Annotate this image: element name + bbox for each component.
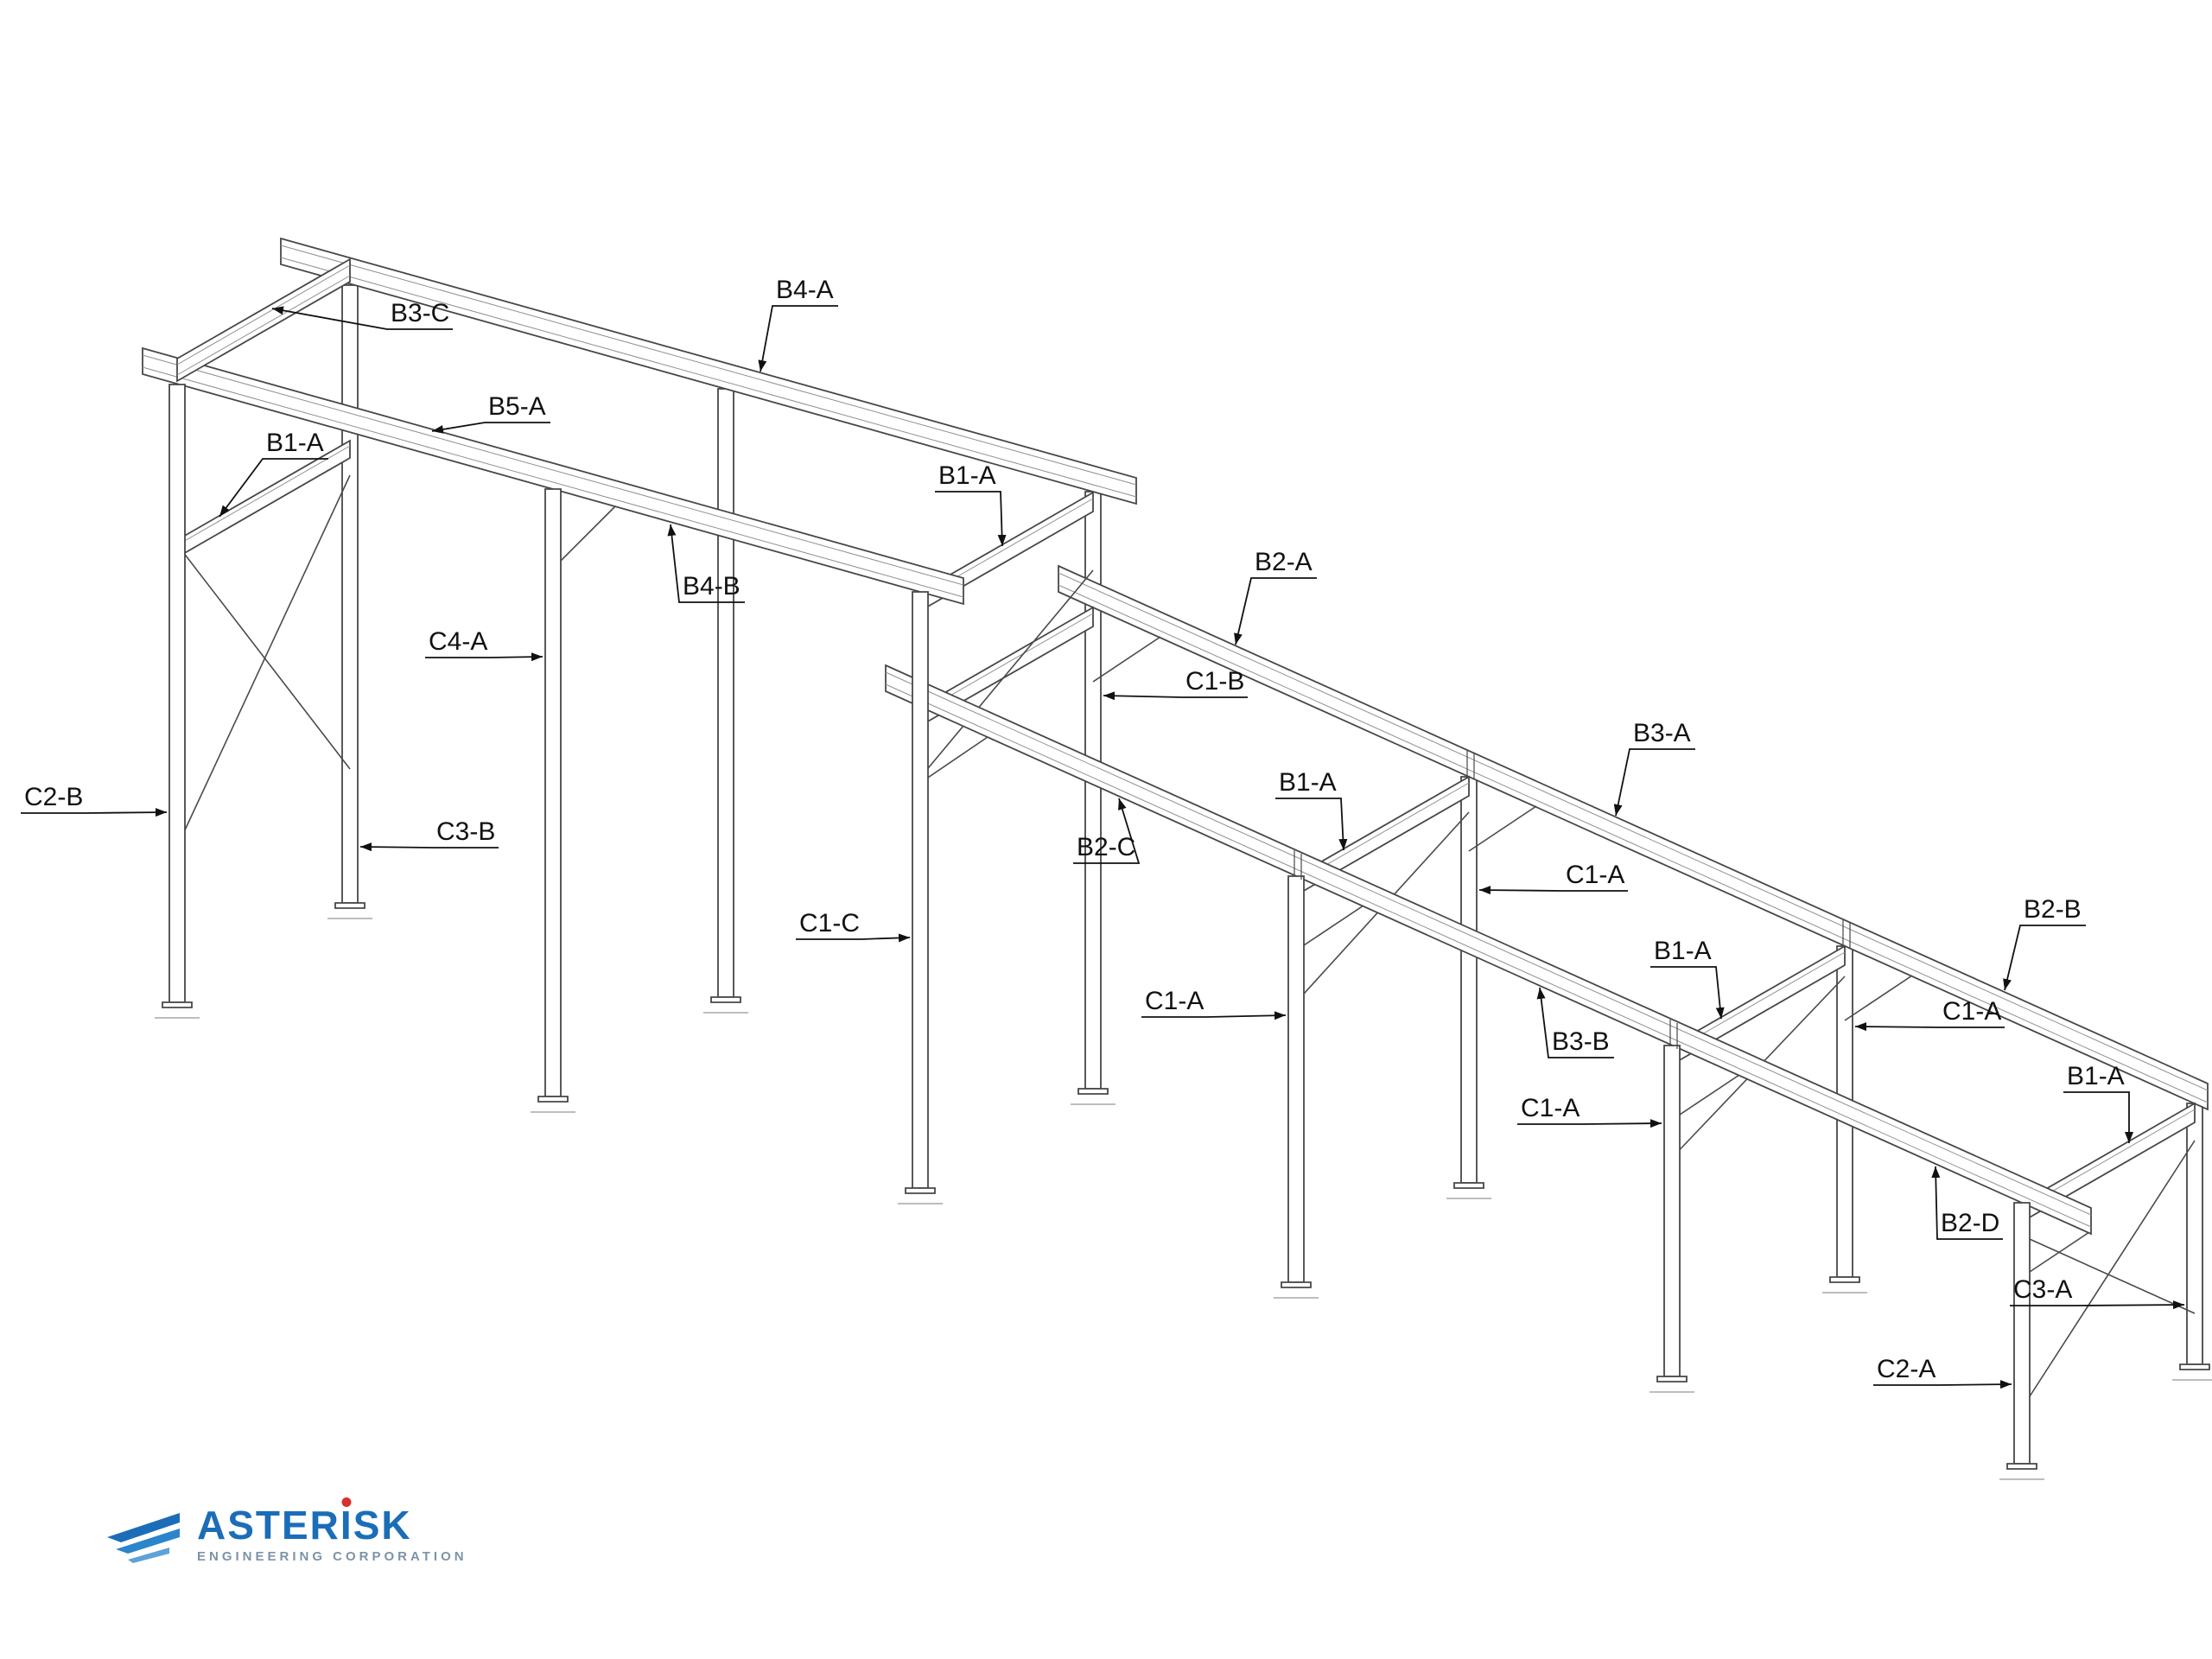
member-label-c2-a-25: C2-A bbox=[1873, 1355, 2012, 1389]
structure-front-columns bbox=[155, 384, 2044, 1480]
member-label-c1-a-13: C1-A bbox=[1478, 861, 1628, 895]
member-label-b1-a-21: B1-A bbox=[2063, 1062, 2133, 1143]
member-tag-text: B3-C bbox=[391, 299, 449, 327]
member-tag-text: B2-D bbox=[1941, 1209, 1999, 1237]
logo-swoosh-icon bbox=[107, 1512, 180, 1563]
member-tag-text: B3-B bbox=[1552, 1027, 1610, 1056]
member-tag-text: B2-C bbox=[1077, 833, 1135, 861]
member-tag-text: B4-B bbox=[683, 572, 741, 601]
member-label-c3-b-23: C3-B bbox=[359, 817, 499, 852]
member-tag-text: C2-B bbox=[24, 783, 83, 811]
member-tag-text: C1-B bbox=[1185, 667, 1244, 696]
member-tag-text: C1-A bbox=[1521, 1094, 1580, 1122]
member-label-b5-a-3: B5-A bbox=[431, 392, 550, 434]
member-tag-text: B1-A bbox=[2067, 1062, 2125, 1090]
logo-letter-i: I bbox=[340, 1497, 353, 1545]
member-labels: B4-A B3-C B1-A B5-A C4-A B4-B B1-A B2-A B2-C B1-A… bbox=[21, 276, 2185, 1389]
member-tag-text: C1-A bbox=[1145, 987, 1204, 1015]
member-tag-text: C4-A bbox=[429, 627, 487, 656]
structure-front-rails bbox=[142, 257, 2092, 1236]
logo-red-dot bbox=[341, 1497, 352, 1507]
member-label-c1-c-12: C1-C bbox=[796, 909, 911, 943]
member-tag-text: C1-C bbox=[799, 909, 860, 938]
member-tag-text: C1-A bbox=[1942, 997, 2001, 1026]
member-label-c4-a-4: C4-A bbox=[425, 627, 543, 662]
member-label-b1-a-16: B1-A bbox=[1650, 937, 1725, 1020]
member-label-b4-b-5: B4-B bbox=[667, 524, 745, 603]
member-label-b2-b-19: B2-B bbox=[2003, 895, 2086, 991]
member-label-b2-d-20: B2-D bbox=[1931, 1166, 2003, 1240]
structure-splice-marks bbox=[1294, 750, 1851, 1049]
member-label-b3-c-1: B3-C bbox=[271, 299, 453, 330]
member-tag-text: B1-A bbox=[1654, 937, 1712, 965]
member-label-c1-a-17: C1-A bbox=[1854, 997, 2005, 1032]
member-label-c1-a-14: C1-A bbox=[1141, 987, 1287, 1020]
member-tag-text: C3-A bbox=[2013, 1275, 2072, 1304]
member-tag-text: C2-A bbox=[1877, 1355, 1936, 1383]
member-tag-text: B5-A bbox=[488, 392, 546, 421]
member-label-b3-b-15: B3-B bbox=[1536, 987, 1614, 1058]
member-label-b4-a-0: B4-A bbox=[758, 276, 838, 372]
member-tag-text: B1-A bbox=[938, 461, 996, 490]
member-tag-text: B4-A bbox=[776, 276, 834, 304]
member-label-b1-a-9: B1-A bbox=[1275, 768, 1348, 851]
member-tag-text: B1-A bbox=[1279, 768, 1337, 797]
member-tag-text: C1-A bbox=[1566, 861, 1624, 889]
member-label-c3-a-24: C3-A bbox=[2010, 1275, 2185, 1310]
member-tag-text: B1-A bbox=[266, 429, 324, 457]
member-label-c1-b-11: C1-B bbox=[1103, 667, 1248, 701]
member-label-b3-a-10: B3-A bbox=[1613, 719, 1695, 817]
member-tag-text: B2-B bbox=[2024, 895, 2082, 924]
structure-back-rails bbox=[280, 237, 2209, 1111]
structure-back-columns bbox=[327, 284, 2212, 1381]
member-label-b2-c-8: B2-C bbox=[1073, 798, 1141, 864]
member-label-b1-a-2: B1-A bbox=[219, 429, 328, 518]
member-label-c2-b-22: C2-B bbox=[21, 783, 168, 817]
member-label-b2-a-7: B2-A bbox=[1234, 548, 1317, 645]
member-label-b1-a-6: B1-A bbox=[935, 461, 1007, 547]
member-tag-text: C3-B bbox=[436, 817, 495, 846]
member-label-c1-a-18: C1-A bbox=[1517, 1094, 1662, 1128]
member-tag-text: B2-A bbox=[1255, 548, 1313, 576]
logo-tagline: ENGINEERING CORPORATION bbox=[197, 1549, 467, 1564]
member-tag-text: B3-A bbox=[1633, 719, 1691, 747]
